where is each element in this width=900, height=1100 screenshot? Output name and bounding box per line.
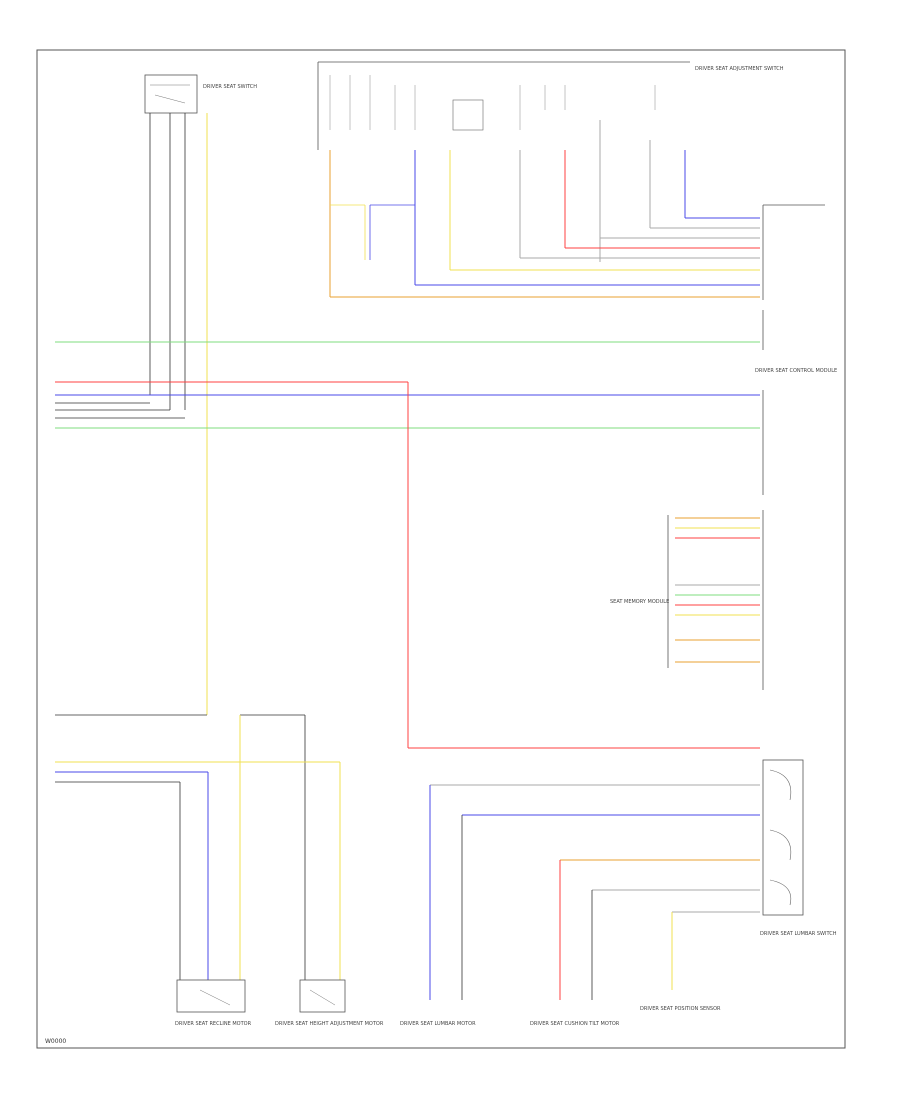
left-horizontal-wires	[55, 381, 760, 749]
bottom-motor-4: DRIVER SEAT CUSHION TILT MOTOR	[530, 1021, 620, 1027]
top-left-switch: DRIVER SEAT SWITCH	[144, 74, 257, 114]
lumbar-switch-label: DRIVER SEAT LUMBAR SWITCH	[760, 931, 837, 937]
lumbar-wires	[429, 784, 760, 1000]
top-left-wires	[149, 113, 208, 715]
module-label: DRIVER SEAT CONTROL MODULE	[755, 368, 837, 374]
top-left-switch-label: DRIVER SEAT SWITCH	[203, 84, 257, 90]
memory-module-connector: SEAT MEMORY MODULE	[610, 515, 760, 668]
middle-wires	[55, 714, 341, 980]
bottom-5-label: DRIVER SEAT POSITION SENSOR	[640, 1006, 721, 1012]
bottom-motor-2: DRIVER SEAT HEIGHT ADJUSTMENT MOTOR	[275, 979, 384, 1027]
top-right-switch: DRIVER SEAT ADJUSTMENT SWITCH	[317, 61, 784, 150]
bottom-motor-1: DRIVER SEAT RECLINE MOTOR	[175, 979, 252, 1027]
page-ref: W0000	[45, 1038, 66, 1045]
module-top-wires	[330, 204, 760, 298]
bottom-3-label: DRIVER SEAT LUMBAR MOTOR	[400, 1021, 476, 1027]
lumbar-switch: DRIVER SEAT LUMBAR SWITCH	[760, 759, 837, 937]
memory-module-label: SEAT MEMORY MODULE	[610, 599, 669, 605]
bottom-motor-3: DRIVER SEAT LUMBAR MOTOR	[400, 1021, 476, 1027]
bottom-1-label: DRIVER SEAT RECLINE MOTOR	[175, 1021, 252, 1027]
bottom-motor-5: DRIVER SEAT POSITION SENSOR	[640, 1006, 721, 1012]
bottom-2-label: DRIVER SEAT HEIGHT ADJUSTMENT MOTOR	[275, 1021, 384, 1027]
module-connector-top	[762, 204, 825, 350]
bottom-4-label: DRIVER SEAT CUSHION TILT MOTOR	[530, 1021, 620, 1027]
diagram-frame	[36, 49, 846, 1049]
top-right-switch-label: DRIVER SEAT ADJUSTMENT SWITCH	[695, 66, 784, 72]
